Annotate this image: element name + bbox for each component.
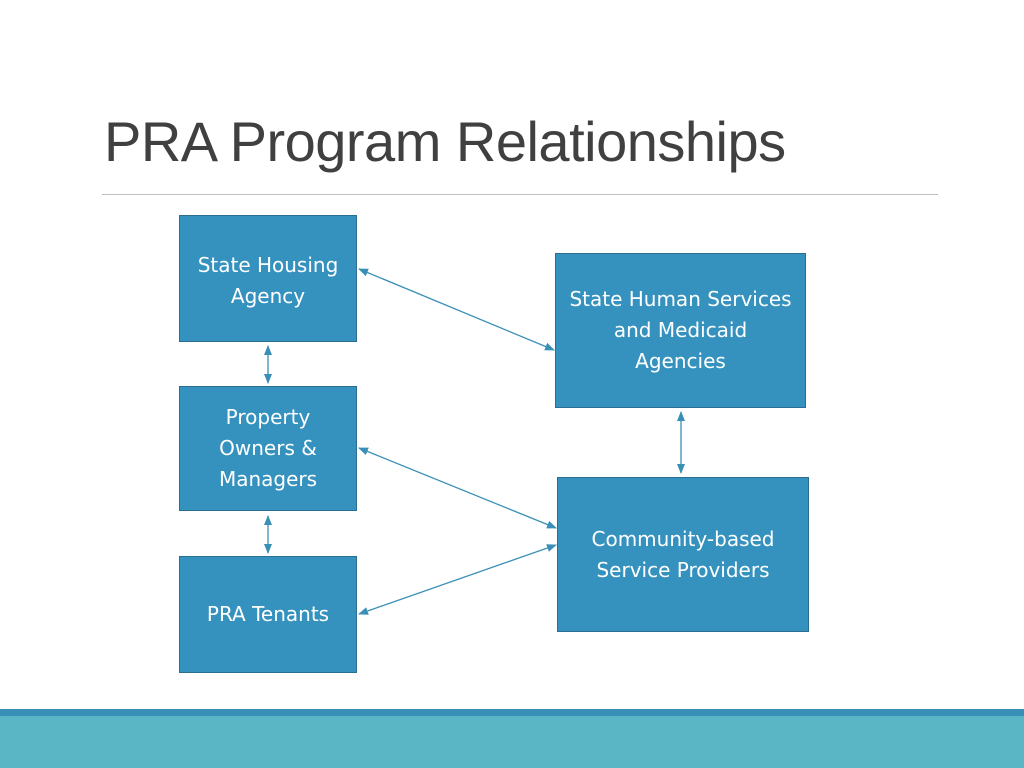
title-divider (102, 194, 938, 195)
footer-accent-line (0, 709, 1024, 716)
arrow-owners-community (358, 447, 557, 529)
arrow-tenants-community (358, 544, 557, 615)
node-pra-tenants: PRA Tenants (179, 556, 357, 673)
node-state-housing-agency: State Housing Agency (179, 215, 357, 342)
arrow-housing-human-services (358, 268, 555, 351)
node-community-service-providers: Community-based Service Providers (557, 477, 809, 632)
node-property-owners-managers: Property Owners & Managers (179, 386, 357, 511)
node-human-services-medicaid: State Human Services and Medicaid Agenci… (555, 253, 806, 408)
footer-band (0, 709, 1024, 768)
slide-title: PRA Program Relationships (104, 110, 786, 173)
